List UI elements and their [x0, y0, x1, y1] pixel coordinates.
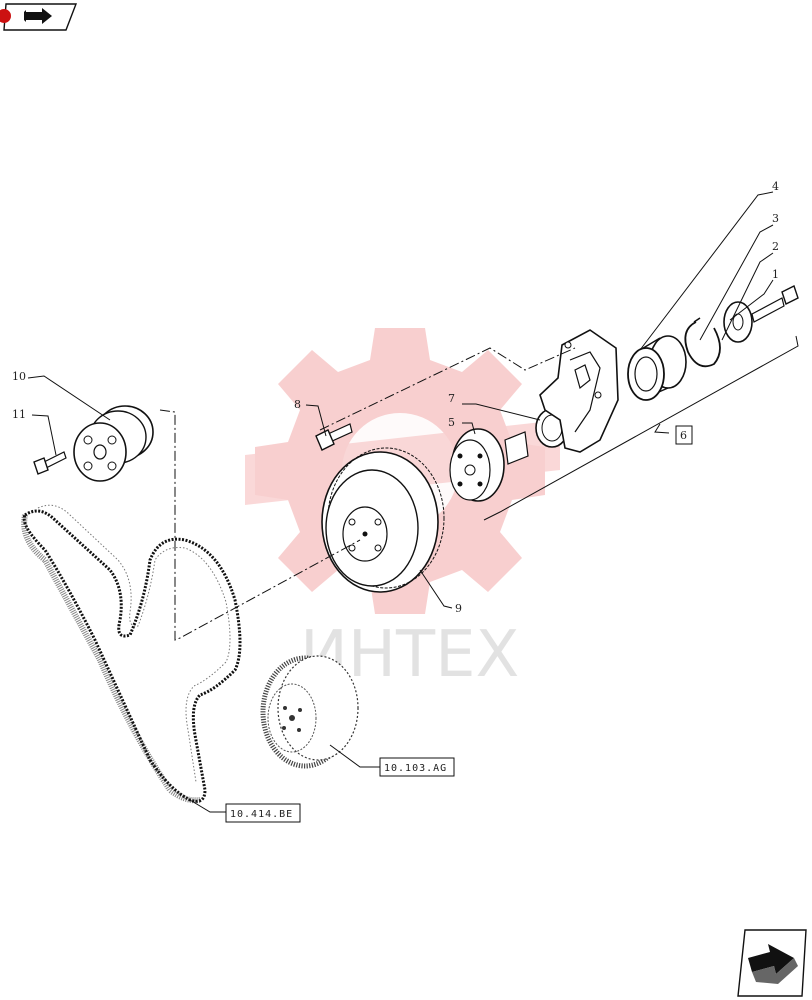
previous-page-button[interactable]	[0, 3, 78, 31]
callout-6-box: 6	[675, 425, 693, 445]
reference-damper-link[interactable]: 10.103.AG	[379, 757, 455, 777]
callout-8: 8	[294, 398, 301, 411]
main-pulley	[321, 447, 445, 593]
snap-ring	[684, 317, 721, 368]
center-lines	[159, 347, 576, 641]
callout-9: 9	[455, 602, 462, 615]
reference-belt-link[interactable]: 10.414.BE	[225, 803, 301, 823]
callout-5: 5	[448, 416, 455, 429]
callout-3: 3	[772, 212, 779, 225]
callout-1: 1	[772, 268, 779, 281]
red-dot-icon	[0, 9, 11, 23]
pulley-bolt	[315, 423, 353, 451]
callout-10: 10	[12, 370, 26, 383]
next-page-button[interactable]	[737, 929, 807, 997]
callout-2: 2	[772, 240, 779, 253]
next-page-icon	[748, 944, 798, 984]
tensioner-bracket	[539, 329, 619, 453]
crankshaft-damper	[260, 655, 359, 769]
tensioner-bolt	[751, 285, 799, 323]
callout-7: 7	[448, 392, 455, 405]
pulley-hub	[449, 428, 529, 502]
reference-damper[interactable]: 10.103.AG	[384, 763, 447, 774]
idler-pulley	[73, 405, 154, 482]
reference-belt[interactable]: 10.414.BE	[230, 809, 293, 820]
assembly-bracket-6	[483, 335, 799, 521]
callout-4: 4	[772, 180, 779, 193]
previous-page-icon	[24, 8, 52, 24]
idler-bolt	[33, 451, 67, 475]
drive-belt	[21, 504, 242, 804]
callout-labels: 1 2 3 4 5 7 8 9 10 11	[12, 180, 779, 615]
leader-lines	[27, 191, 774, 813]
callout-11: 11	[12, 408, 26, 421]
bearing	[627, 335, 687, 401]
callout-6: 6	[680, 429, 687, 442]
